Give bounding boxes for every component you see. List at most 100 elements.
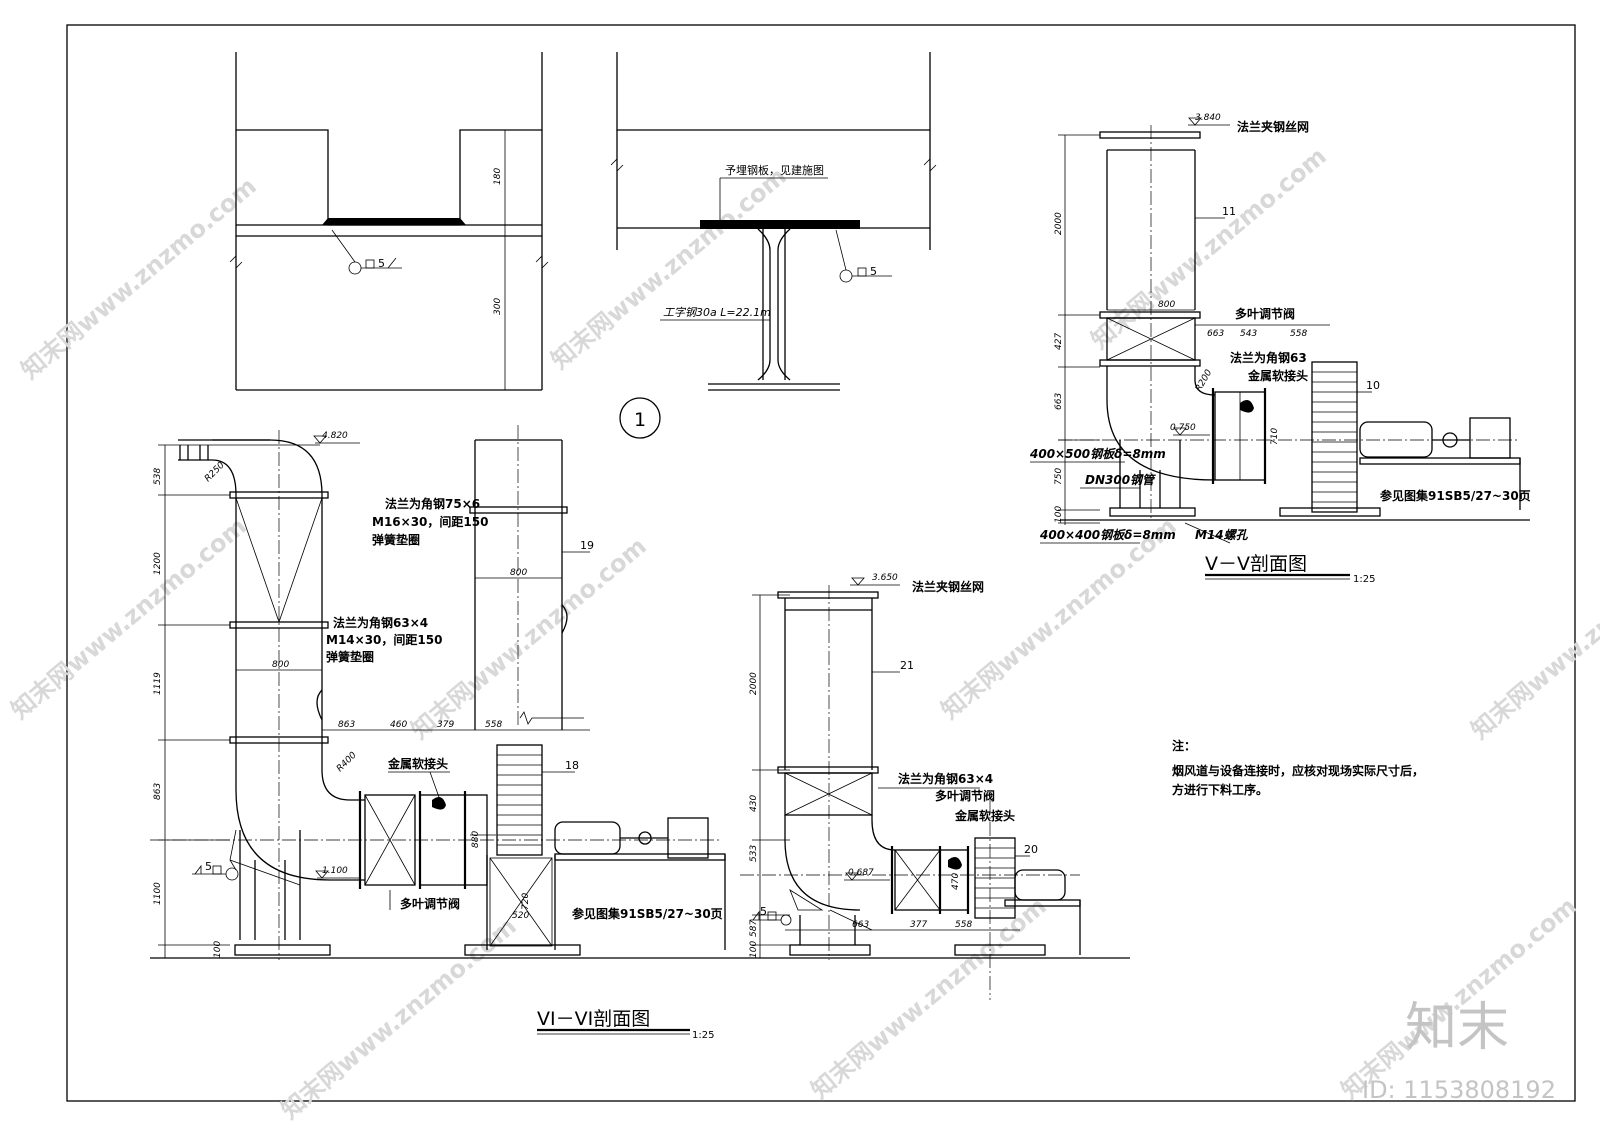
elev-top: 3.840 <box>1195 113 1221 123</box>
notes-line: 方进行下料工序。 <box>1172 782 1268 797</box>
detail-plate-left: 180 300 5 <box>229 52 549 391</box>
flange-a-3: 弹簧垫圈 <box>372 532 420 547</box>
dim-h: 377 <box>910 920 927 930</box>
multi-valve-label: 多叶调节阀 <box>935 788 995 803</box>
dim-v: 863 <box>153 783 163 800</box>
drawing-frame <box>66 24 1576 1102</box>
metal-joint-label: 金属软接头 <box>954 808 1015 823</box>
dim-v: 663 <box>1054 393 1064 410</box>
flange-b-2: M14×30，间距150 <box>326 632 442 647</box>
notes-block: 注： 烟风道与设备连接时，应核对现场实际尺寸后， 方进行下料工序。 <box>1172 738 1424 797</box>
elev-top: 3.650 <box>872 573 898 583</box>
dim-h: 543 <box>1240 329 1257 339</box>
item-18: 18 <box>565 759 579 772</box>
section-vi-scale: 1:25 <box>692 1030 714 1041</box>
section-mid-drawing: 2000 430 533 587 100 3.650 法兰夹钢丝网 21 0.6… <box>740 573 1130 1000</box>
section-vi-drawing: 538 1200 1119 863 1100 100 R250 4.820 80… <box>150 425 740 1041</box>
dim-v: 1119 <box>153 672 163 695</box>
flange-b-3: 弹簧垫圈 <box>326 649 374 664</box>
weld-size: 5 <box>378 257 385 270</box>
dim-v: 1100 <box>153 882 163 905</box>
detail-number: 1 <box>634 409 646 431</box>
weld5: 5 <box>205 860 212 873</box>
notes-heading: 注： <box>1172 738 1196 753</box>
flange-label: 法兰为角钢63 <box>1230 350 1307 365</box>
detail-plate-right: 予埋钢板，见建施图 5 工字钢30a L=22.1m 1 <box>610 52 937 439</box>
dim-v: 430 <box>749 795 759 812</box>
watermark-id: ID: 1153808192 <box>1362 1076 1556 1104</box>
mesh-label: 法兰夹钢丝网 <box>1237 119 1309 134</box>
duct-h: 470 <box>951 873 961 890</box>
dim-h: 663 <box>852 920 869 930</box>
width-800: 800 <box>1158 300 1175 310</box>
base-720: 720 <box>521 893 531 910</box>
section-v-scale: 1:25 <box>1353 574 1375 585</box>
flange-a-2: M16×30，间距150 <box>372 514 488 529</box>
flange-b-1: 法兰为角钢63×4 <box>333 615 428 630</box>
dim-v: 100 <box>1054 506 1064 523</box>
item-21: 21 <box>900 659 914 672</box>
multi-valve-label: 多叶调节阀 <box>400 896 460 911</box>
item-19: 19 <box>580 539 594 552</box>
section-vi-title: VI－VI剖面图 <box>537 1008 650 1030</box>
watermark-text: 知末网www.znzmo.com <box>1086 142 1332 355</box>
item-11: 11 <box>1222 205 1236 218</box>
flange-a-1: 法兰为角钢75×6 <box>385 496 480 511</box>
dim-v: 2000 <box>749 672 759 695</box>
elev-top: 4.820 <box>322 431 348 441</box>
watermark-text: 知末网www.znzmo.com <box>406 532 652 745</box>
watermark-text: 知末网www.znzmo.com <box>6 512 252 725</box>
dim-v: 538 <box>153 468 163 485</box>
metal-joint-label: 金属软接头 <box>1247 368 1308 383</box>
dim-v: 587 <box>749 920 759 937</box>
watermark-text: 知末网www.znzmo.com <box>1466 532 1600 745</box>
dim-v: 100 <box>749 941 759 958</box>
ref-note: 参见图集91SB5/27~30页 <box>1380 488 1531 503</box>
watermark-text: 知末网www.znzmo.com <box>936 512 1182 725</box>
flange-label: 法兰为角钢63×4 <box>898 771 993 786</box>
plate-b-label: 400×400钢板δ=8mm <box>1039 528 1176 542</box>
dim-v: 100 <box>213 941 223 958</box>
dim-h: 460 <box>390 720 407 730</box>
ibeam-label: 工字钢30a L=22.1m <box>663 306 771 319</box>
duct-h: 710 <box>1270 428 1280 445</box>
plate-a-label: 400×500钢板δ=8mm <box>1029 447 1166 461</box>
dim-h: 558 <box>1290 329 1307 339</box>
multi-valve-label: 多叶调节阀 <box>1235 306 1295 321</box>
watermark-text: 知末网www.znzmo.com <box>16 172 262 385</box>
elev-low: 0.750 <box>1170 423 1196 433</box>
duct-h: 880 <box>471 831 481 848</box>
dim-v: 533 <box>749 845 759 862</box>
watermark-logo: 知末 <box>1405 998 1509 1058</box>
dim-v: 1200 <box>153 552 163 575</box>
mesh-label: 法兰夹钢丝网 <box>912 579 984 594</box>
dim-v: 2000 <box>1054 212 1064 235</box>
dim-300: 300 <box>493 298 503 315</box>
dim-h: 379 <box>437 720 454 730</box>
section-v-title: V－V剖面图 <box>1205 553 1307 575</box>
dim-h: 663 <box>1207 329 1224 339</box>
dim-h: 863 <box>338 720 355 730</box>
notes-line: 烟风道与设备连接时，应核对现场实际尺寸后， <box>1172 763 1424 778</box>
elev-low: 0.687 <box>848 868 874 878</box>
width-800: 800 <box>272 660 289 670</box>
radius-elbow: R400 <box>335 750 359 774</box>
bolt-label: M14螺孔 <box>1195 528 1249 542</box>
dim-v: 750 <box>1054 468 1064 485</box>
item-20: 20 <box>1024 843 1038 856</box>
section-v-drawing: 2000 427 663 750 100 3.840 法兰夹钢丝网 11 800… <box>1029 113 1531 585</box>
dim-h: 558 <box>485 720 502 730</box>
embedded-plate-label: 予埋钢板，见建施图 <box>725 163 824 177</box>
watermark-text: 知末网www.znzmo.com <box>806 892 1052 1105</box>
dim-180: 180 <box>493 168 503 185</box>
watermark-layer: 知末网www.znzmo.com 知末网www.znzmo.com 知末网www… <box>6 142 1600 1125</box>
watermark-text: 知末网www.znzmo.com <box>276 912 522 1125</box>
radius-top: R250 <box>203 460 227 484</box>
dim-v: 427 <box>1054 333 1064 350</box>
item-10: 10 <box>1366 379 1380 392</box>
pipe-label: DN300钢管 <box>1085 473 1156 487</box>
elev-low: 1.100 <box>322 866 348 876</box>
dim-h: 558 <box>955 920 972 930</box>
weld5: 5 <box>760 905 767 918</box>
